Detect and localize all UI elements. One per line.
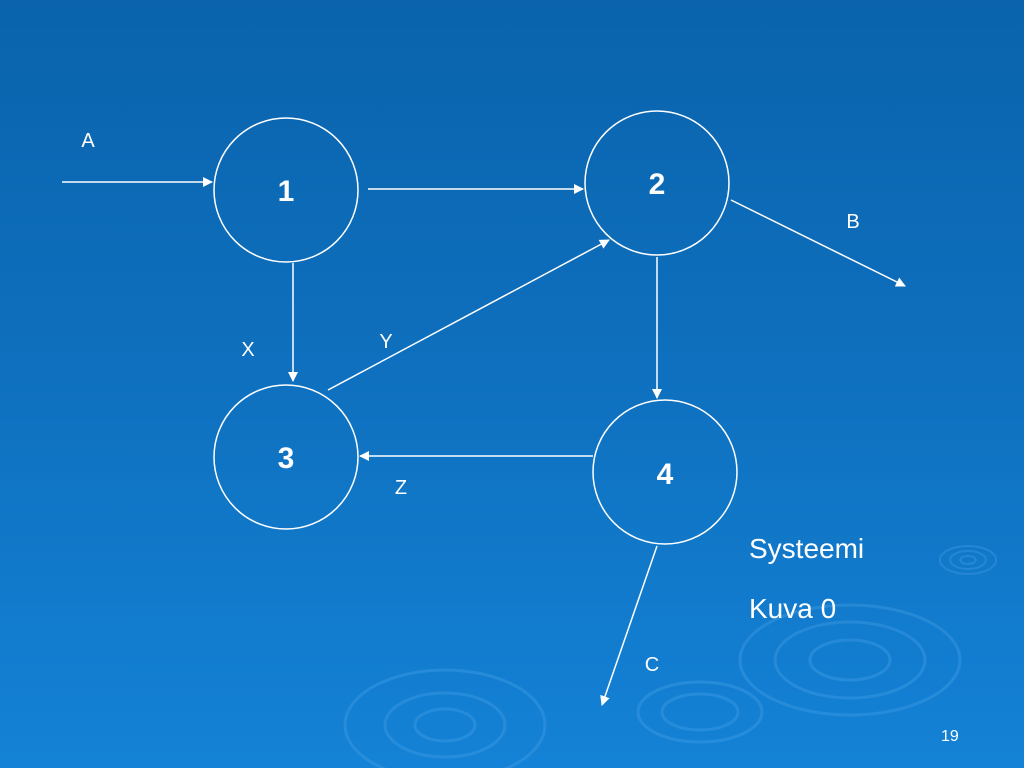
node-2-circle [584,110,730,256]
edge-label-a: A [81,130,95,152]
page-number: 19 [941,728,959,745]
edge-label-x: X [241,339,254,361]
edge-4-to-c [600,545,658,706]
node-3-label: 3 [278,442,295,475]
node-2-label: 2 [649,168,666,201]
caption-title: Systeemi [749,533,865,564]
ripple-decoration [343,545,997,768]
edge-2-to-b [730,199,906,287]
node-3-circle [213,384,359,530]
edge-3-to-2 [327,239,610,391]
edge-label-y: Y [379,331,392,353]
edge-label-b: B [846,211,859,233]
node-4-label: 4 [657,458,674,491]
edge-label-z: Z [395,477,407,499]
edge-label-c: C [645,654,659,676]
node-1-circle [213,117,359,263]
node-4-circle [592,399,738,545]
caption-figure: Kuva 0 [749,593,837,624]
node-1-label: 1 [278,175,295,208]
